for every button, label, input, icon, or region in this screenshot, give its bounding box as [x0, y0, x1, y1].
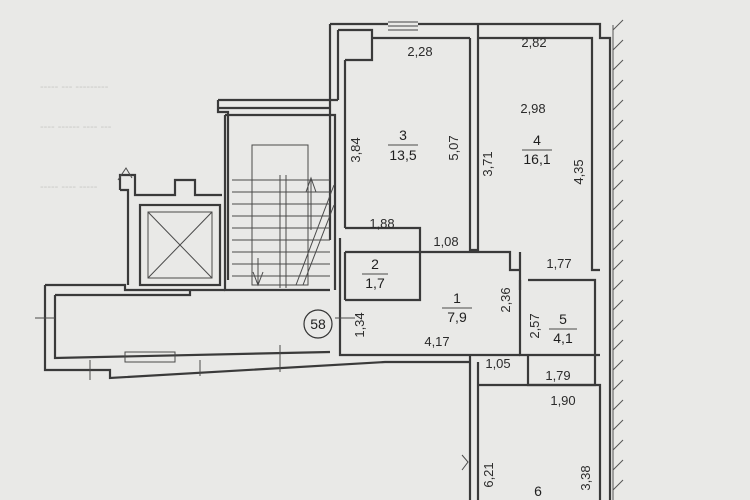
room-3-bottom-dim: 1,88 [369, 216, 394, 231]
room-5-left-dim: 2,57 [527, 313, 542, 338]
room-5: 2,57 5 4,1 1,79 [527, 311, 577, 383]
stairwell [216, 98, 337, 292]
room-3-area: 13,5 [389, 147, 416, 163]
room-1-bottom-dim: 4,17 [424, 334, 449, 349]
room-2-area: 1,7 [365, 275, 385, 291]
apartment-number: 58 [310, 316, 326, 332]
room-1-right-dim: 2,36 [498, 287, 513, 312]
room-4-right-dim: 4,35 [571, 159, 586, 184]
corridor-top-dim: 1,05 [485, 356, 510, 371]
room-3-number: 3 [399, 127, 407, 143]
svg-text:---- ------ ---- ---: ---- ------ ---- --- [40, 121, 112, 133]
room-6-right-dim: 3,38 [578, 465, 593, 490]
room-6-top-dim: 1,90 [550, 393, 575, 408]
svg-text:----- --- ---------: ----- --- --------- [40, 81, 109, 93]
room-6: 1,90 6,21 6 3,38 [461, 393, 593, 499]
svg-text:----- ---- -----: ----- ---- ----- [40, 181, 98, 193]
room-6-left-dim: 6,21 [481, 462, 496, 487]
room-4-bottom-dim: 1,77 [546, 256, 571, 271]
room-1-left-dim: 1,34 [352, 312, 367, 337]
room-5-area: 4,1 [553, 330, 573, 346]
room-5-number: 5 [559, 311, 567, 327]
room-3-left-dim: 3,84 [348, 137, 363, 162]
room-4-number: 4 [533, 132, 541, 148]
room-1-number: 1 [453, 290, 461, 306]
room-5-bottom-dim: 1,79 [545, 368, 570, 383]
room-4: 2,82 2,98 4 16,1 3,71 4,35 1,77 [480, 35, 586, 271]
room-2-number: 2 [371, 256, 379, 272]
facade-hatching [612, 19, 624, 500]
room-3-top-dim: 2,28 [407, 44, 432, 59]
room-4-left-dim: 3,71 [480, 151, 495, 176]
room-6-number: 6 [534, 483, 542, 499]
window-top [388, 21, 418, 31]
room-4-area: 16,1 [523, 151, 550, 167]
room-1-area: 7,9 [447, 309, 467, 325]
elevator-shaft [117, 167, 222, 287]
room-3-right-dim: 5,07 [446, 135, 461, 160]
room-3: 3 13,5 2,28 3,84 5,07 1,88 [348, 44, 461, 231]
room-1: 1 7,9 2,36 1,34 4,17 [352, 287, 513, 349]
room-4-inner-top-dim: 2,98 [520, 101, 545, 116]
corridor [35, 283, 470, 380]
apartment-number-marker: 58 [303, 309, 333, 339]
room-4-top-dim: 2,82 [521, 35, 546, 50]
door-gap-dim: 1,08 [433, 234, 458, 249]
room-2: 2 1,7 [362, 256, 388, 291]
